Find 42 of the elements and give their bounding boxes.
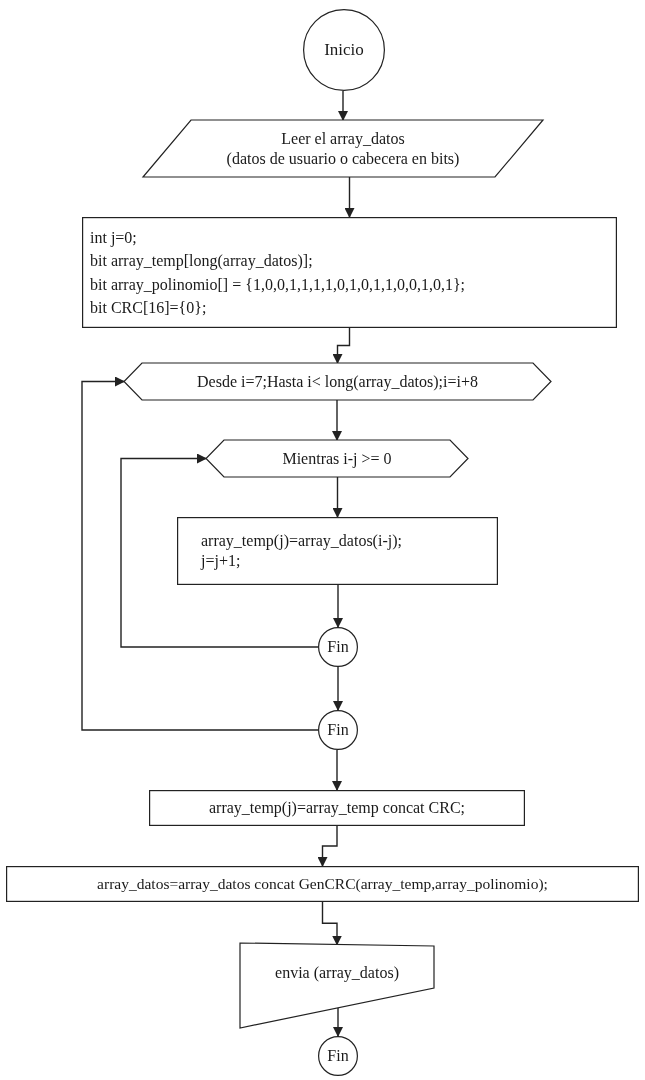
process-box bbox=[82, 217, 617, 328]
arrow bbox=[81, 376, 319, 731]
arrow bbox=[332, 476, 343, 518]
node-text: (datos de usuario o cabecera en bits) bbox=[226, 148, 460, 169]
node-text: bit array_polinomio[] = {1,0,0,1,1,1,1,0,1,0,1,1,0,0,1,0,1}; bbox=[90, 274, 465, 296]
node-text: bit CRC[16]={0}; bbox=[90, 297, 207, 318]
node-text: array_temp(j)=array_datos(i-j); bbox=[201, 531, 402, 551]
node-text: array_temp(j)=array_temp concat CRC; bbox=[208, 798, 465, 818]
arrow bbox=[317, 825, 338, 867]
node-text: array_datos=array_datos concat GenCRC(array_temp,array_polinomio); bbox=[97, 874, 548, 894]
input-parallelogram bbox=[143, 120, 543, 177]
arrow bbox=[332, 749, 342, 791]
node-text: Fin bbox=[327, 1046, 349, 1066]
manual-input-shape bbox=[240, 943, 434, 1028]
node-text: bit array_temp[long(array_datos)]; bbox=[90, 251, 313, 272]
arrow bbox=[333, 584, 343, 628]
arrow bbox=[344, 176, 355, 218]
node-text: Fin bbox=[327, 720, 349, 740]
node-text: int j=0; bbox=[90, 228, 137, 249]
process-box bbox=[149, 790, 525, 826]
node-text: Mientras i-j >= 0 bbox=[282, 448, 392, 469]
node-text: Fin bbox=[327, 637, 349, 657]
arrow bbox=[333, 666, 343, 711]
node-text: Desde i=7;Hasta i< long(array_datos);i=i+8 bbox=[197, 371, 478, 392]
loop-hexagon bbox=[206, 440, 468, 477]
arrow bbox=[321, 901, 342, 946]
node-text: Leer el array_datos bbox=[281, 128, 405, 149]
arrow bbox=[332, 327, 351, 364]
process-box bbox=[177, 517, 498, 585]
node-text: envia (array_datos) bbox=[275, 962, 399, 983]
terminator-circle bbox=[318, 1036, 358, 1076]
node-text: j=j+1; bbox=[201, 551, 241, 571]
arrow bbox=[333, 1007, 343, 1037]
arrow bbox=[338, 90, 348, 121]
loop-hexagon bbox=[124, 363, 551, 400]
node-text: Inicio bbox=[324, 39, 364, 61]
process-box bbox=[6, 866, 639, 902]
arrow bbox=[120, 453, 319, 648]
terminator-circle bbox=[303, 9, 385, 91]
arrow bbox=[332, 399, 342, 441]
terminator-circle bbox=[318, 710, 358, 750]
terminator-circle bbox=[318, 627, 358, 667]
